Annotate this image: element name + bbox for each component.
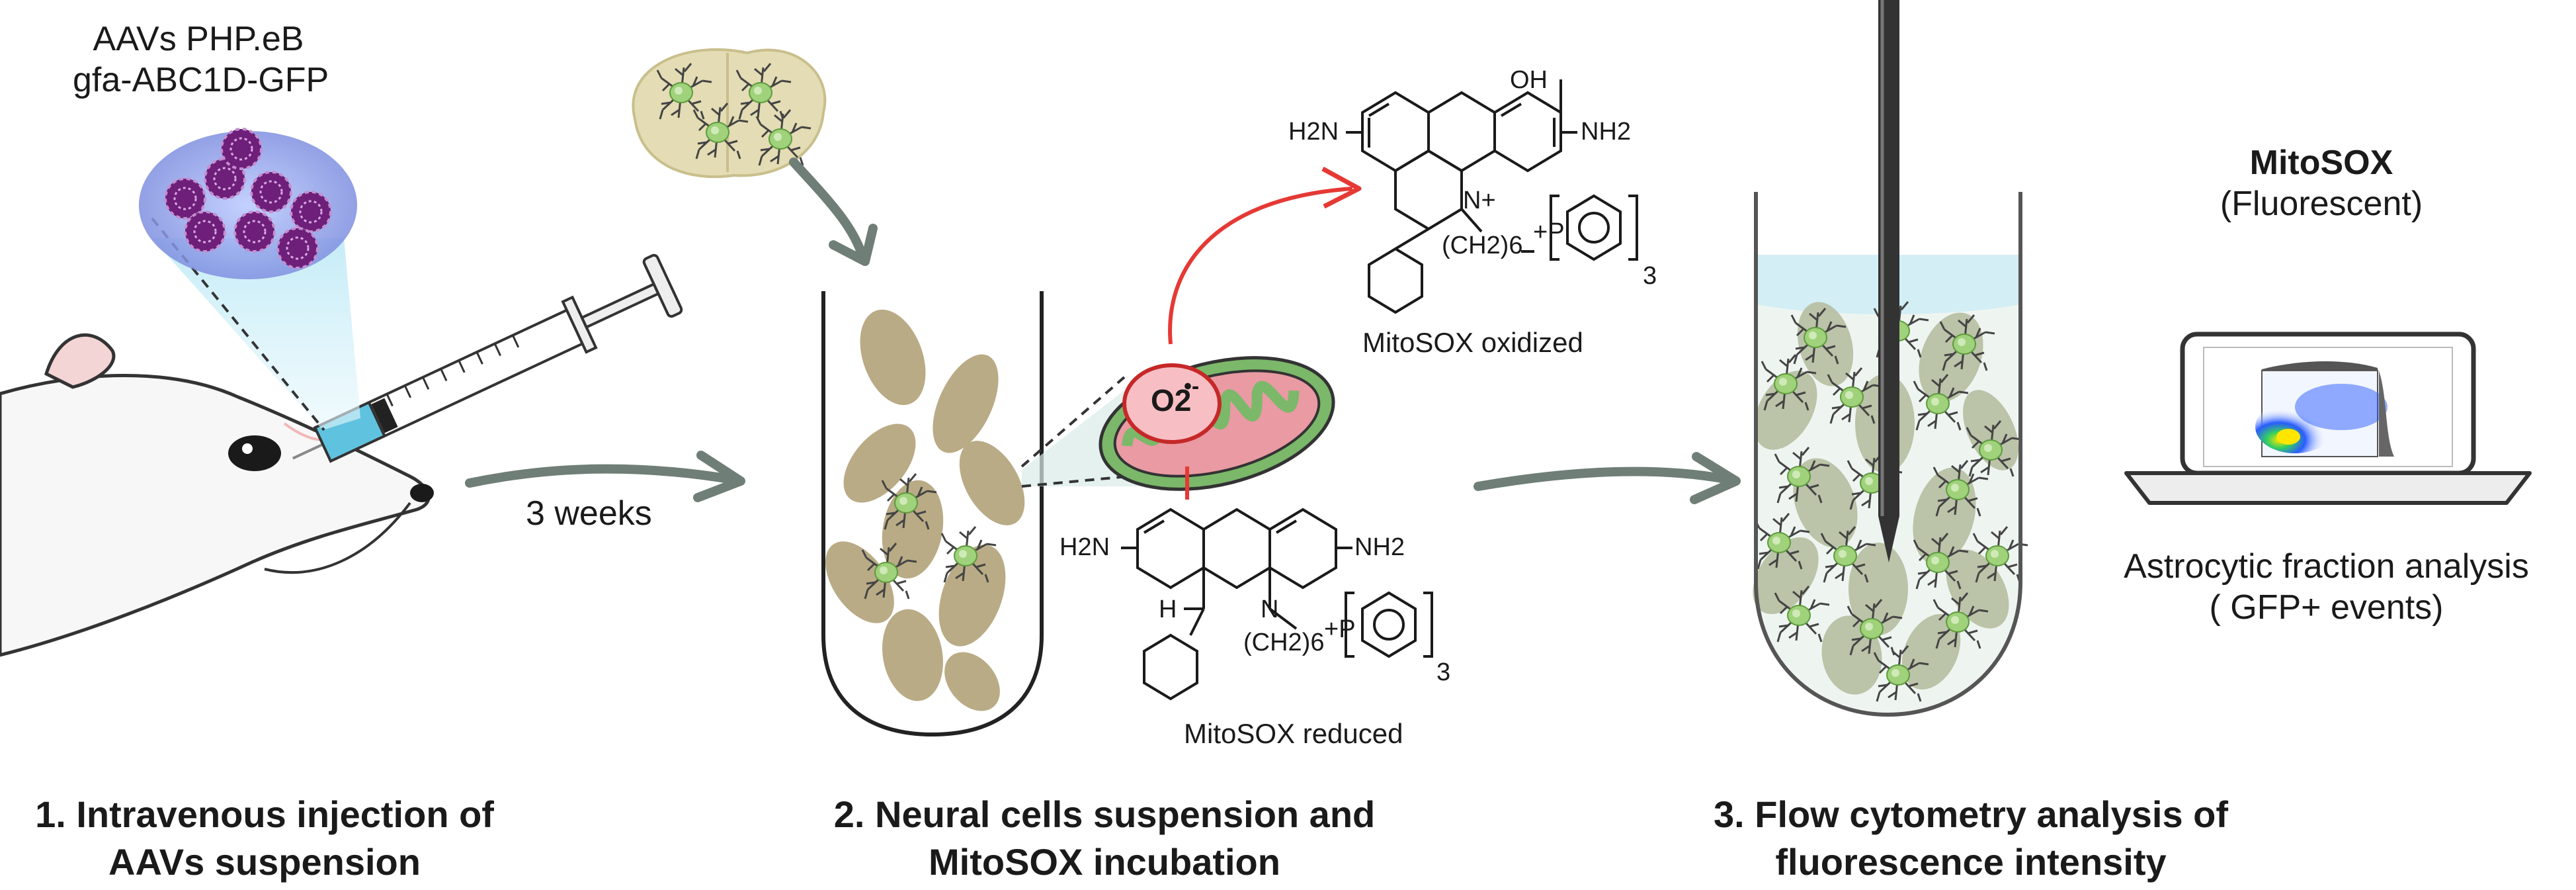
mitosox-fluorescent-label: MitoSOX (Fluorescent) [2169, 142, 2473, 224]
oxidized-nh2-left: H2N [1288, 118, 1339, 146]
step-1-caption: 1. Intravenous injection of AAVs suspens… [0, 791, 529, 886]
arrow-3-weeks [465, 451, 745, 502]
oxidized-nh2-right: NH2 [1581, 118, 1632, 146]
analysis-line1: Astrocytic fraction analysis [2124, 547, 2529, 586]
step-3-caption: 3. Flow cytometry analysis of fluorescen… [1673, 791, 2268, 886]
step-1-line1: 1. Intravenous injection of [35, 793, 494, 835]
oxidized-subscript: 3 [1643, 262, 1657, 290]
arrow-label: 3 weeks [526, 494, 652, 533]
reduced-caption: MitoSOX reduced [1184, 718, 1403, 749]
reduced-h: H [1159, 596, 1177, 623]
analysis-label: Astrocytic fraction analysis ( GFP+ even… [2077, 546, 2576, 628]
reduced-subscript: 3 [1436, 658, 1451, 686]
mitosox-subtitle: (Fluorescent) [2220, 185, 2423, 223]
oxidized-p-plus: +P [1533, 218, 1565, 246]
step-3-line2: fluorescence intensity [1775, 841, 2167, 883]
reduced-chain: (CH2)6 [1243, 629, 1325, 656]
flow-cytometry-tube [1753, 0, 2029, 717]
aav-label: AAVs PHP.eB gfa-ABC1D-GFP [73, 19, 329, 101]
step-3-line1: 3. Flow cytometry analysis of [1713, 793, 2229, 835]
analysis-line2: ( GFP+ events) [2209, 588, 2444, 627]
oxidized-n-plus: N+ [1463, 187, 1496, 214]
reduced-p-plus: +P [1324, 615, 1356, 643]
syringe [292, 253, 683, 463]
laptop-facs-plot [2124, 332, 2532, 505]
oxidized-chain: (CH2)6 [1442, 232, 1523, 259]
mouse-illustration [0, 333, 434, 657]
oxidized-oh: OH [1510, 66, 1548, 94]
mitosox-oxidized-structure [1346, 79, 1638, 314]
arrow-brain-to-tube [789, 157, 878, 266]
superoxide-charge: •- [1184, 374, 1200, 399]
reduced-nh2-right: NH2 [1354, 533, 1405, 561]
reduced-n: N [1261, 596, 1279, 623]
step-2-caption: 2. Neural cells suspension and MitoSOX i… [787, 791, 1422, 886]
reduced-nh2-left: H2N [1059, 533, 1110, 561]
virus-magnification [139, 128, 360, 431]
superoxide-label: O2 [1151, 383, 1192, 418]
oxidized-caption: MitoSOX oxidized [1362, 327, 1583, 358]
aav-label-line1: AAVs PHP.eB [93, 20, 304, 58]
mitosox-reduced-structure [1121, 508, 1433, 701]
mitosox-title: MitoSOX [2249, 144, 2393, 182]
brain-illustration [632, 48, 827, 179]
arrow-to-flow [1474, 452, 1741, 504]
aav-label-line2: gfa-ABC1D-GFP [73, 61, 329, 99]
tube-neural-cells [821, 291, 1044, 737]
step-2-line1: 2. Neural cells suspension and [833, 793, 1376, 835]
step-2-line2: MitoSOX incubation [929, 841, 1280, 883]
mitochondria-magnification [1020, 356, 1335, 491]
step-1-line2: AAVs suspension [108, 841, 421, 883]
oxidation-arrow [1168, 166, 1362, 500]
